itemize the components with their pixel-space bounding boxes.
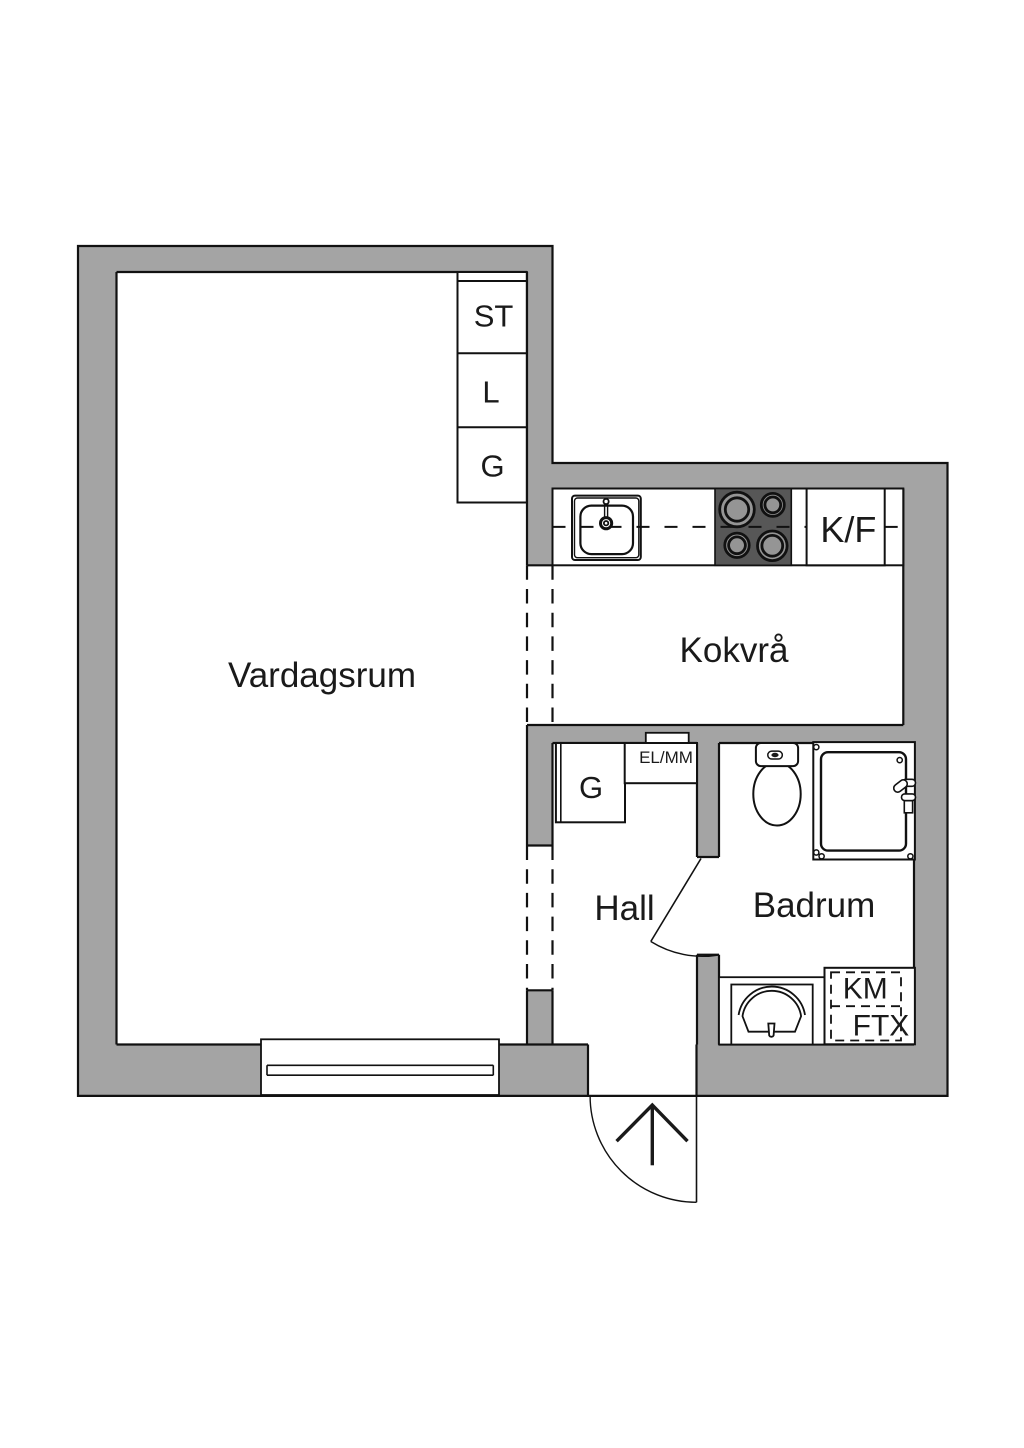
svg-text:KM: KM bbox=[843, 973, 888, 1006]
svg-text:EL/MM: EL/MM bbox=[639, 748, 693, 767]
svg-text:Badrum: Badrum bbox=[753, 886, 876, 925]
svg-text:K/F: K/F bbox=[820, 509, 876, 550]
svg-text:Kokvrå: Kokvrå bbox=[680, 631, 789, 670]
svg-text:G: G bbox=[480, 449, 504, 484]
svg-text:Hall: Hall bbox=[594, 889, 654, 928]
svg-text:L: L bbox=[482, 375, 499, 410]
svg-text:FTX: FTX bbox=[853, 1010, 910, 1043]
svg-text:G: G bbox=[579, 770, 603, 805]
svg-text:ST: ST bbox=[474, 299, 514, 334]
svg-text:Vardagsrum: Vardagsrum bbox=[228, 656, 416, 695]
